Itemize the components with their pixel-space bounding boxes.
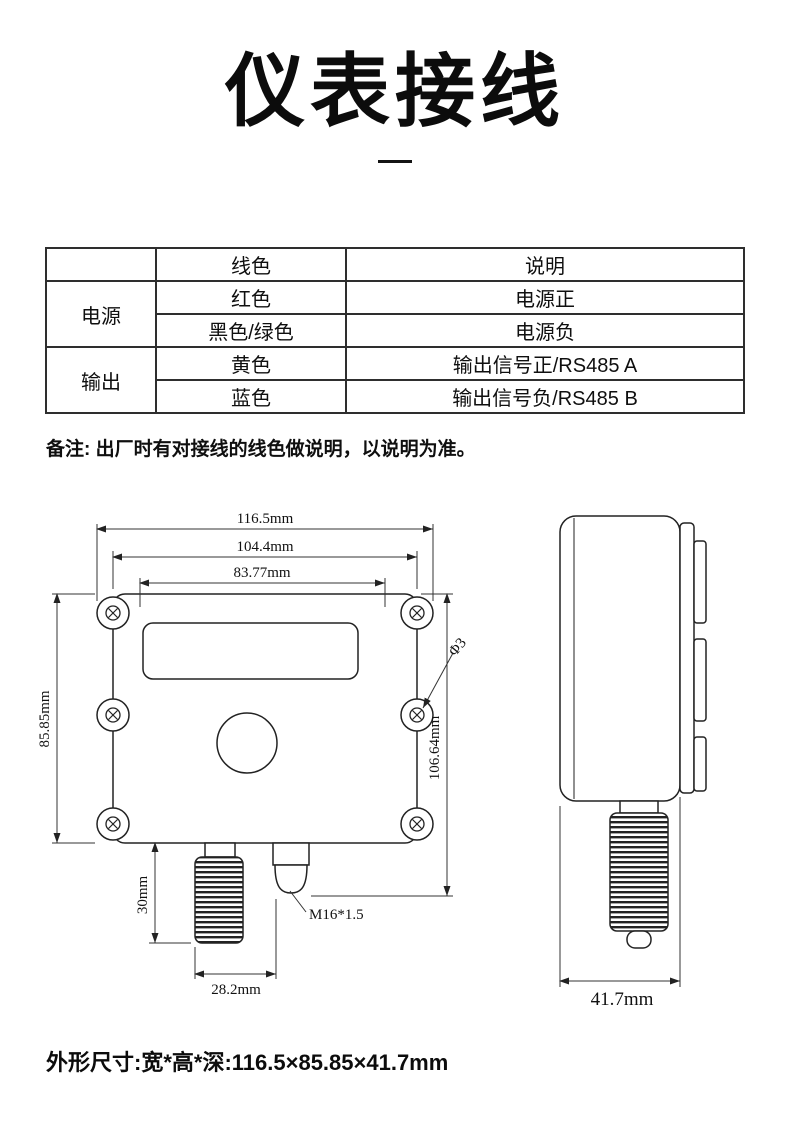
- dim-height-left: [52, 593, 95, 844]
- table-row: 黑色/绿色 电源负: [46, 313, 745, 348]
- cell-description: 输出信号正/RS485 A: [345, 346, 745, 381]
- dim-label-probe-offset: 28.2mm: [211, 982, 261, 998]
- dimension-labels: 116.5mm 104.4mm 83.77mm 85.85mm 106.64mm…: [37, 511, 654, 1010]
- group-label-output: 输出: [45, 346, 157, 414]
- display-window: [142, 622, 359, 680]
- cable-gland-nut: [272, 842, 310, 866]
- side-probe-neck: [619, 800, 659, 814]
- dim-depth: [559, 797, 681, 987]
- side-back-plate: [679, 522, 695, 794]
- probe-neck: [204, 842, 236, 858]
- dim-label-width-inner: 83.77mm: [233, 565, 290, 581]
- dimension-lines: [52, 524, 681, 987]
- dim-gland-leader: [289, 890, 307, 913]
- col-header-description: 说明: [345, 247, 745, 282]
- cell-wire-color: 黄色: [155, 346, 347, 381]
- dimension-drawing: 116.5mm 104.4mm 83.77mm 85.85mm 106.64mm…: [37, 511, 707, 1010]
- dimensions-text: 外形尺寸:宽*高*深:116.5×85.85×41.7mm: [46, 1050, 449, 1075]
- probe-filter: [194, 856, 244, 944]
- col-header-wire-color: 线色: [155, 247, 347, 282]
- page: 仪表接线 线色 说明 电源 红色 电源正 黑色/绿色 电源负 输出 黄色 输出信…: [0, 50, 790, 1077]
- dim-label-hole-diameter: Φ3: [446, 635, 470, 659]
- dim-height-right: [311, 593, 453, 897]
- note-text: 备注: 出厂时有对接线的线色做说明，以说明为准。: [46, 439, 476, 460]
- dim-label-gland-thread: M16*1.5: [309, 907, 364, 923]
- front-view: [96, 593, 434, 944]
- cell-description: 电源正: [345, 280, 745, 315]
- table-corner-cell: [45, 247, 157, 282]
- dim-hole-leader: [422, 652, 454, 709]
- table-row: 输出 黄色 输出信号正/RS485 A: [45, 346, 745, 414]
- dim-label-height-left: 85.85mm: [37, 690, 53, 747]
- side-probe-tip: [626, 930, 652, 949]
- dim-probe-length: [149, 842, 191, 944]
- group-label-power: 电源: [45, 280, 157, 348]
- dim-width-mid: [112, 551, 418, 589]
- table-header-row: 线色 说明: [45, 247, 745, 282]
- cell-description: 输出信号负/RS485 B: [345, 379, 745, 414]
- dim-width-inner: [139, 578, 386, 607]
- side-probe-filter: [609, 812, 669, 932]
- dim-label-width-mid: 104.4mm: [236, 539, 293, 555]
- dim-label-height-right: 106.64mm: [427, 715, 443, 780]
- dim-probe-offset: [194, 899, 277, 979]
- side-view: [559, 515, 707, 949]
- cell-wire-color: 蓝色: [155, 379, 347, 414]
- dim-width-outer: [96, 524, 434, 601]
- table-row: 电源 红色 电源正: [45, 280, 745, 348]
- side-body: [559, 515, 681, 802]
- side-mount-tab: [693, 540, 707, 624]
- side-mount-tab: [693, 638, 707, 722]
- side-mount-tab: [693, 736, 707, 792]
- screw-hole: [105, 816, 121, 832]
- table-row: 蓝色 输出信号负/RS485 B: [46, 379, 745, 414]
- screw-hole: [105, 707, 121, 723]
- cell-wire-color: 红色: [155, 280, 347, 315]
- screw-hole: [105, 605, 121, 621]
- title-divider: [378, 160, 412, 163]
- screw-hole: [409, 707, 425, 723]
- wiring-table: 线色 说明 电源 红色 电源正 黑色/绿色 电源负 输出 黄色 输出信号正/RS…: [45, 247, 745, 414]
- sensor-opening: [216, 712, 278, 774]
- screw-hole: [409, 605, 425, 621]
- page-title: 仪表接线: [225, 47, 565, 136]
- dim-label-probe-length: 30mm: [135, 876, 151, 915]
- dim-label-depth: 41.7mm: [591, 989, 654, 1010]
- dimension-drawing-area: 116.5mm 104.4mm 83.77mm 85.85mm 106.64mm…: [0, 491, 790, 1021]
- cell-description: 电源负: [345, 313, 745, 348]
- dim-label-width-outer: 116.5mm: [237, 511, 294, 527]
- cable-gland-dome: [274, 864, 308, 894]
- cell-wire-color: 黑色/绿色: [155, 313, 347, 348]
- screw-hole: [409, 816, 425, 832]
